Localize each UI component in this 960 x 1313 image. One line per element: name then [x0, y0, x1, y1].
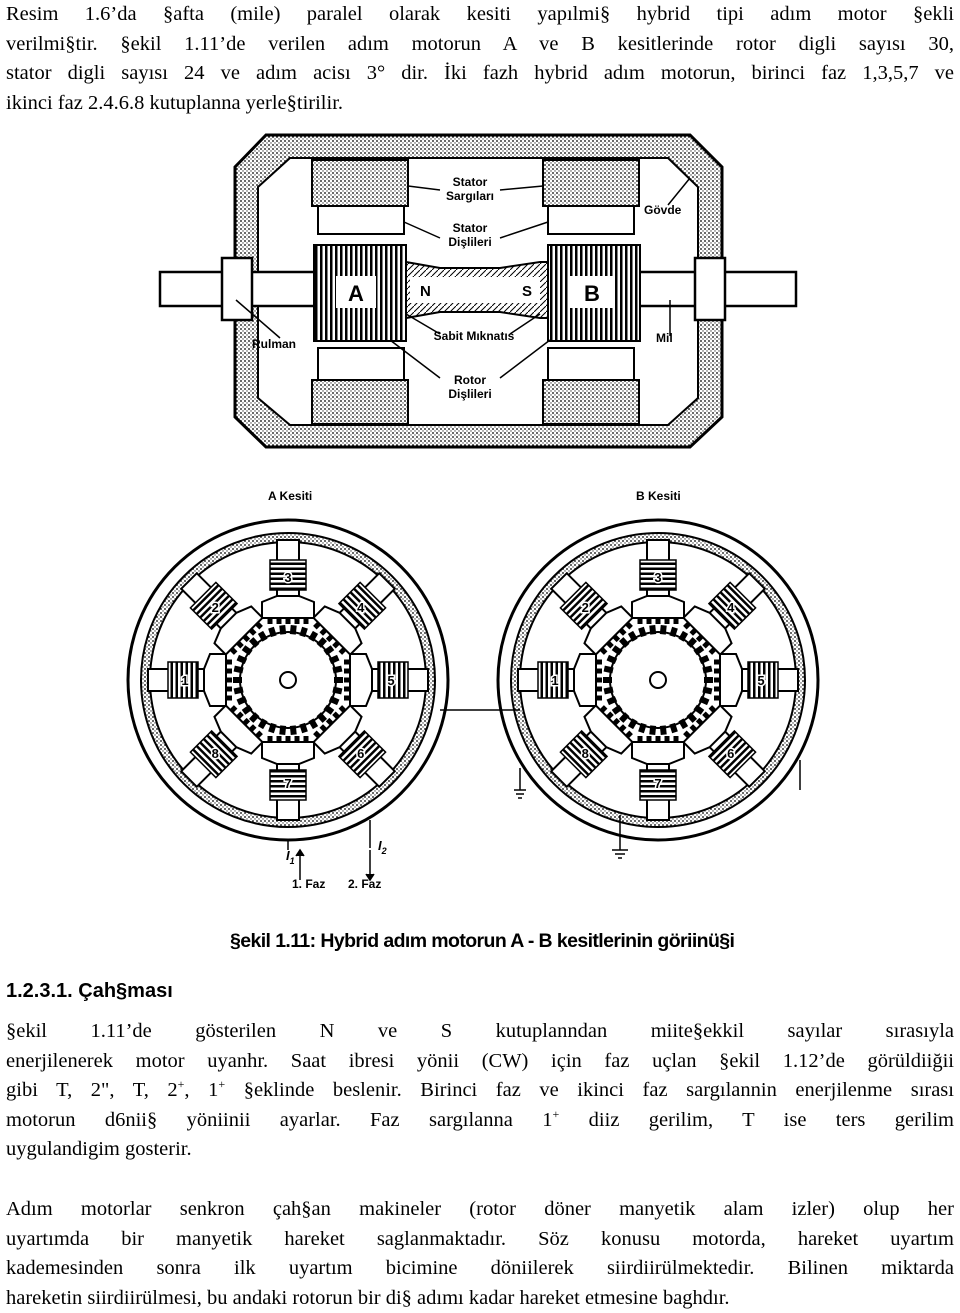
text-line: kademesinden sonra ilk uyartım bicimine …: [6, 1254, 954, 1284]
phase-2-label: 2. Faz: [348, 877, 381, 891]
pole-number-label: 1: [551, 673, 558, 688]
text-line: enerjilenerek motor uyanhr. Saat ibresi …: [6, 1047, 954, 1077]
text-line: verilmi§tir. §ekil 1.11’de verilen adım …: [6, 30, 954, 60]
bearing-label: Rulman: [252, 337, 296, 351]
current-1-label: I1: [286, 848, 295, 866]
figure-caption: §ekil 1.11: Hybrid adım motorun A - B ke…: [230, 930, 734, 953]
text-line: uyartımda bir manyetik hareket saglanmak…: [6, 1225, 954, 1255]
pole-number-label: 1: [181, 673, 188, 688]
pole-number-label: 5: [387, 673, 394, 688]
text-line: motorun d6nii§ yöniinii ayarlar. Faz sar…: [6, 1106, 954, 1136]
longitudinal-section: A B N S Stator Sargıları Stator Dişliler…: [160, 135, 796, 447]
cross-section-b: 3 4 5 6 7 8 1 2: [498, 520, 818, 840]
pole-number-label: 6: [727, 746, 734, 761]
pole-number-label: 5: [757, 673, 764, 688]
rotor-tooth: [233, 677, 242, 683]
rotor-tooth: [660, 625, 667, 635]
rotor-teeth-label-1: Rotor: [454, 373, 486, 387]
rotor-a-label: A: [348, 281, 364, 306]
rotor-tooth: [660, 725, 667, 735]
stator-winding: [312, 380, 408, 424]
pole-number-label: 8: [212, 746, 219, 761]
text-line: Resim 1.6’da §afta (mile) paralel olarak…: [6, 0, 954, 30]
pole-number-label: 6: [357, 746, 364, 761]
rotor-tooth: [334, 677, 343, 683]
text-line: Adım motorlar senkron çah§an makineler (…: [6, 1195, 954, 1225]
rotor-teeth-label-2: Dişlileri: [448, 387, 491, 401]
pole-number-label: 2: [582, 600, 589, 615]
stator-winding: [543, 160, 639, 206]
rotor-tooth: [279, 625, 286, 635]
text-line: hareketin siirdiirülmesi, bu andaki roto…: [6, 1284, 954, 1313]
pole-number-label: 3: [654, 570, 661, 585]
pole-number-label: 7: [654, 776, 661, 791]
pole-number-label: 7: [284, 776, 291, 791]
section-b-label: B Kesiti: [636, 489, 681, 503]
stator-teeth-label-2: Dişlileri: [448, 235, 491, 249]
text-line: §ekil 1.11’de gösterilen N ve S kutuplan…: [6, 1017, 954, 1047]
pole-s-label: S: [522, 283, 532, 300]
text-line: gibi T, 2", T, 2+, 1+ §eklinde beslenir.…: [6, 1076, 954, 1106]
rotor-tooth: [649, 625, 656, 635]
operation-paragraph: §ekil 1.11’de gösterilen N ve S kutuplan…: [6, 1017, 954, 1165]
rotor-tooth: [279, 725, 286, 735]
stator-windings-label-1: Stator: [453, 175, 488, 189]
phase-1-label: 1. Faz: [292, 877, 325, 891]
cross-section-a: 3 4 5 6 7 8 1 2: [128, 520, 448, 840]
pole-number-label: 4: [727, 600, 735, 615]
pole-number-label: 3: [284, 570, 291, 585]
stator-windings-label-2: Sargıları: [446, 189, 494, 203]
stator-winding: [312, 160, 408, 206]
hybrid-stepper-motor-figure: A B N S Stator Sargıları Stator Dişliler…: [0, 120, 960, 895]
stepper-paragraph: Adım motorlar senkron çah§an makineler (…: [6, 1195, 954, 1313]
intro-paragraph: Resim 1.6’da §afta (mile) paralel olarak…: [6, 0, 954, 118]
rotor-tooth: [704, 677, 713, 683]
rotor-b-label: B: [584, 281, 600, 306]
magnet-label: Sabit Mıknatıs: [434, 329, 515, 343]
right-bearing: [695, 258, 725, 320]
rotor-tooth: [290, 725, 297, 735]
text-line: stator digli sayısı 24 ve adım acisı 3° …: [6, 59, 954, 89]
pole-number-label: 8: [582, 746, 589, 761]
text-line: uygulandigim gosterir.: [6, 1135, 954, 1165]
rotor-tooth: [290, 625, 297, 635]
current-2-label: I2: [378, 838, 387, 856]
text-line: ikinci faz 2.4.6.8 kutuplanna yerle§tiri…: [6, 89, 954, 119]
rotor-tooth: [649, 725, 656, 735]
rotor-tooth: [603, 677, 612, 683]
housing-label: Gövde: [644, 203, 682, 217]
pole-n-label: N: [420, 283, 431, 300]
pole-number-label: 4: [357, 600, 365, 615]
section-a-label: A Kesiti: [268, 489, 312, 503]
stator-teeth-label-1: Stator: [453, 221, 488, 235]
stator-winding: [543, 380, 639, 424]
pole-number-label: 2: [212, 600, 219, 615]
section-heading: 1.2.3.1. Çah§ması: [6, 980, 173, 1003]
